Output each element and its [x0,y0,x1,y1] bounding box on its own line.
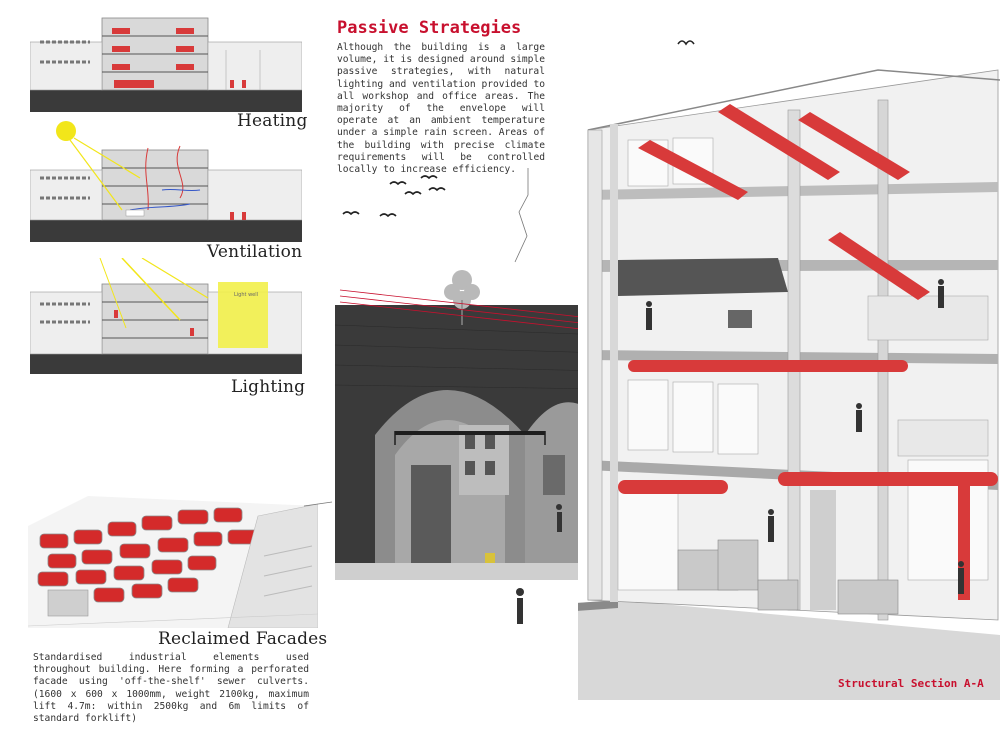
structural-section-drawing [578,60,1000,700]
lighting-label: Lighting [231,377,306,397]
passive-strategies-title: Passive Strategies [337,18,522,38]
ventilation-label: Ventilation [207,242,303,262]
ventilation-diagram [30,118,302,243]
light-well-label: Light well [234,292,259,298]
passive-strategies-body: Although the building is a large volume,… [337,42,545,176]
heating-diagram [30,14,302,114]
viaduct-photo [335,305,605,580]
lighting-diagram [30,258,302,376]
heating-label: Heating [237,111,308,131]
structural-section-title: Structural Section A-A [838,677,984,690]
reclaimed-facades-body: Standardised industrial elements used th… [33,652,309,725]
reclaimed-facades-title: Reclaimed Facades [158,629,328,649]
facade-sketch [28,486,318,628]
